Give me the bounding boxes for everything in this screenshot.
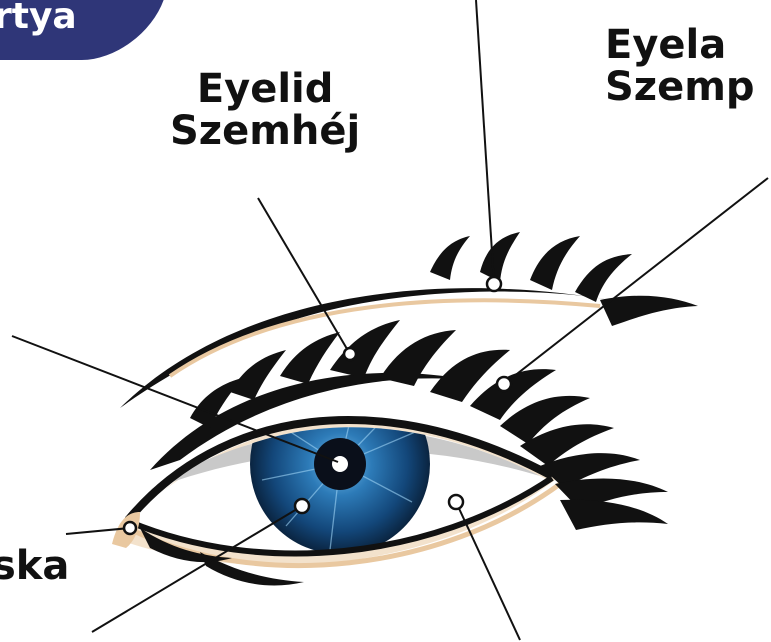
pointer-sclera	[456, 502, 520, 640]
marker-corner	[124, 522, 136, 534]
label-eyelid-hungarian: Szemhéj	[170, 110, 360, 152]
marker-top	[487, 277, 501, 291]
label-eyelid: Eyelid Szemhéj	[170, 68, 360, 152]
pupil-highlight	[331, 455, 349, 473]
marker-eyelash	[497, 377, 511, 391]
label-eyelid-english: Eyelid	[170, 68, 360, 110]
eyelid-lashes	[430, 232, 698, 326]
marker-iris	[295, 499, 309, 513]
marker-eyelid	[344, 348, 356, 360]
marker-sclera	[449, 495, 463, 509]
label-eyelash-hungarian: Szemp	[605, 66, 755, 108]
pointer-eyelid	[258, 198, 350, 354]
pointer-top	[476, 0, 494, 284]
label-inner-corner: ska	[0, 545, 69, 587]
label-eyelash-english: Eyela	[605, 24, 755, 66]
label-eyelash: Eyela Szemp	[605, 24, 755, 108]
